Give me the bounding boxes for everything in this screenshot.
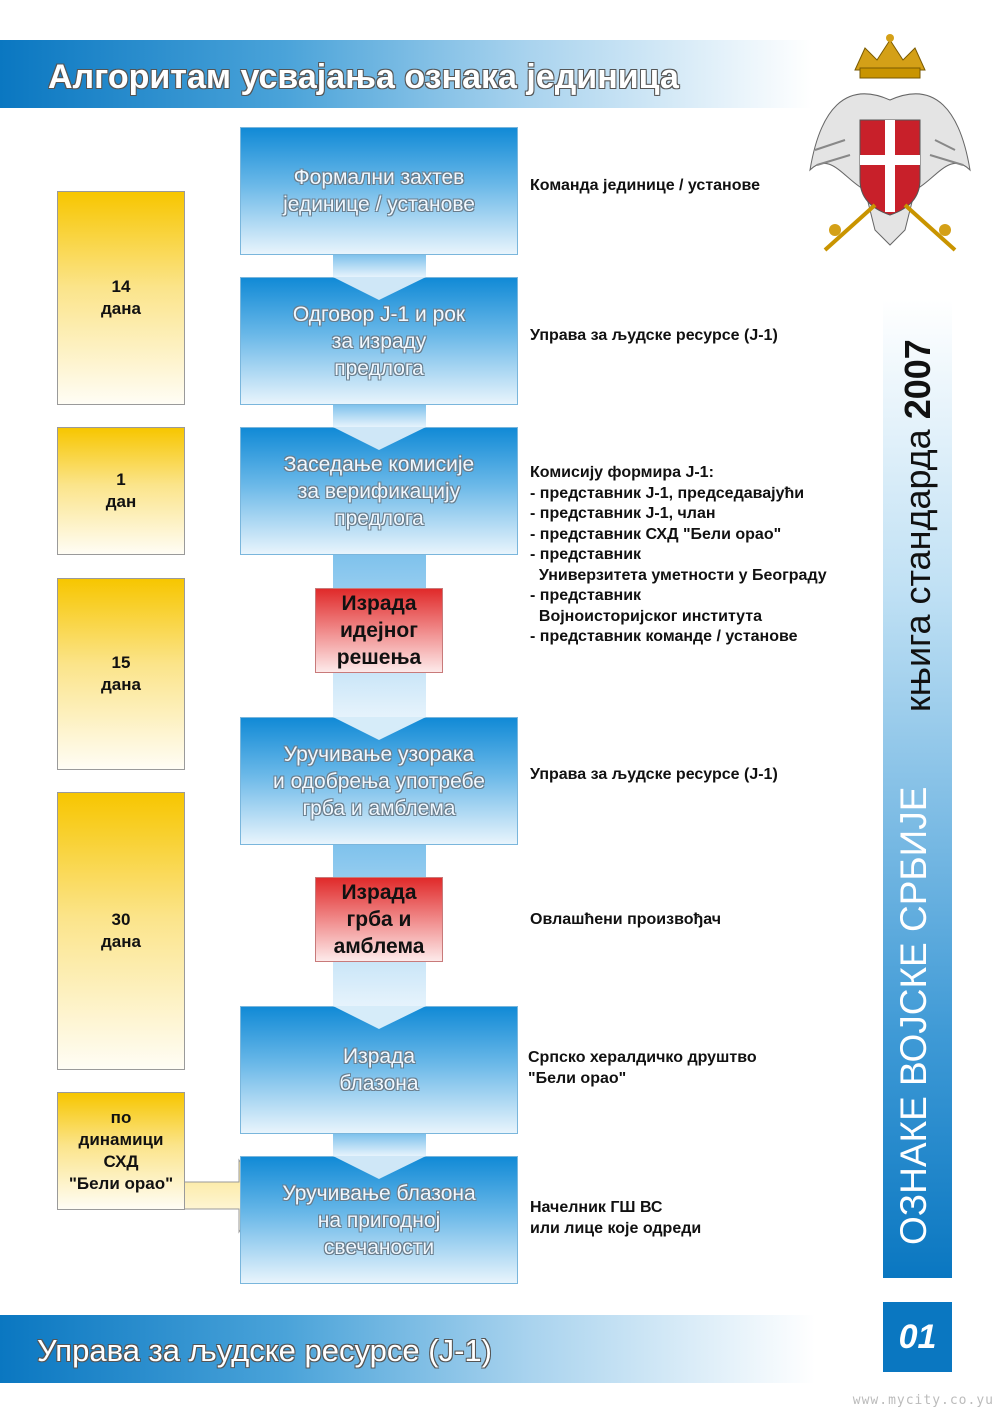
book-label-text: књига стандарда xyxy=(897,429,938,712)
arrow-down-icon xyxy=(333,427,426,450)
duration-label: 14 дана xyxy=(101,277,141,318)
flow-connector xyxy=(333,405,426,427)
page-title: Алгоритам усвајања ознака јединица xyxy=(48,58,679,96)
duration-label: по динамици СХД "Бели орао" xyxy=(68,1108,174,1193)
work-step-label: Израда идејног решења xyxy=(336,592,422,669)
duration-label: 30 дана xyxy=(101,910,141,951)
work-step-concept: Израда идејног решења xyxy=(315,588,443,673)
page-number: 01 xyxy=(883,1302,952,1372)
flow-step-request: Формални захтев јединице / установе xyxy=(240,127,518,255)
responsible-party: Команда јединице / установе xyxy=(530,177,761,194)
flow-connector xyxy=(333,255,426,277)
coat-of-arms-icon xyxy=(809,34,971,252)
duration-box: 15 дана xyxy=(57,578,185,770)
duration-box: по динамици СХД "Бели орао" xyxy=(57,1092,185,1210)
book-label: књига стандарда 2007 xyxy=(897,339,939,712)
responsible-party: Управа за људске ресурсе (Ј-1) xyxy=(530,327,778,344)
arrow-down-icon xyxy=(333,1006,426,1029)
duration-label: 1 дан xyxy=(105,470,137,511)
commission-members: Комисију формира Ј-1: - представник Ј-1,… xyxy=(530,464,827,645)
duration-box: 14 дана xyxy=(57,191,185,405)
footer-band xyxy=(0,1315,815,1383)
responsible-party: Српско хералдичко друштво "Бели орао" xyxy=(528,1049,757,1087)
duration-box: 30 дана xyxy=(57,792,185,1070)
flow-connector xyxy=(333,1134,426,1156)
responsible-party: Начелник ГШ ВС или лице које одреди xyxy=(530,1199,702,1237)
responsible-party: Управа за људске ресурсе (Ј-1) xyxy=(530,766,778,783)
footer-text: Управа за људске ресурсе (Ј-1) xyxy=(37,1333,492,1368)
arrow-down-icon xyxy=(333,277,426,300)
watermark: www.mycity.co.yu xyxy=(852,1393,994,1408)
header-band xyxy=(0,40,812,108)
series-title: ОЗНАКЕ ВОЈСКЕ СРБИЈЕ xyxy=(893,786,934,1245)
arrow-down-icon xyxy=(333,1156,426,1179)
work-step-label: Израда грба и амблема xyxy=(333,881,425,958)
arrow-down-icon xyxy=(333,717,426,740)
side-band xyxy=(883,300,952,1278)
step-label: Уручивање блазона на пригодној свечаност… xyxy=(282,1181,476,1259)
duration-box: 1 дан xyxy=(57,427,185,555)
step-label: Уручивање узорака и одобрења употребе гр… xyxy=(273,742,485,820)
step-label: Формални захтев јединице / установе xyxy=(283,166,475,216)
step-label: Одговор Ј-1 и рок за израду предлога xyxy=(292,302,466,380)
book-year: 2007 xyxy=(897,339,938,420)
responsible-party: Овлашћени произвођач xyxy=(530,911,722,928)
step-label: Израда блазона xyxy=(339,1045,419,1095)
step-label: Заседање комисије за верификацију предло… xyxy=(283,452,475,530)
duration-label: 15 дана xyxy=(101,653,141,694)
work-step-production: Израда грба и амблема xyxy=(315,877,443,962)
